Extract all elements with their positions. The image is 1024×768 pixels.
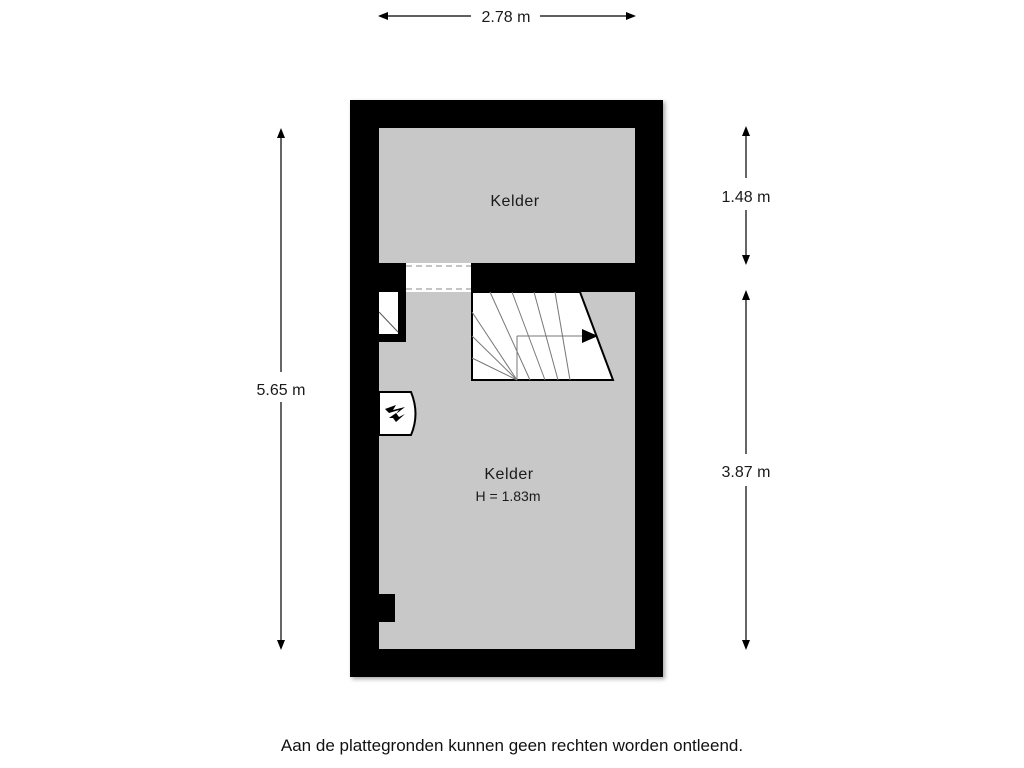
dimension-arrow-icon xyxy=(277,128,285,138)
stair-arrow-icon xyxy=(582,329,598,343)
dimension-arrow-icon xyxy=(626,12,636,20)
width-dimension xyxy=(378,12,636,20)
dimension-arrow-icon xyxy=(742,640,750,650)
upper-height-label: 1.48 m xyxy=(722,189,771,206)
lower-room-height: H = 1.83m xyxy=(476,488,541,504)
lower-height-label: 3.87 m xyxy=(722,464,771,481)
wall-block xyxy=(379,594,395,622)
upper-height-dimension xyxy=(742,126,750,265)
lower-room-label: Kelder xyxy=(484,466,533,483)
total-height-label: 5.65 m xyxy=(257,382,306,399)
disclaimer-text: Aan de plattegronden kunnen geen rechten… xyxy=(280,736,744,755)
total-height-dimension xyxy=(277,128,285,650)
dimension-arrow-icon xyxy=(378,12,388,20)
door-opening xyxy=(406,263,471,292)
dimension-arrow-icon xyxy=(742,126,750,136)
width-label: 2.78 m xyxy=(482,9,531,26)
staircase xyxy=(471,291,615,381)
upper-room-floor xyxy=(379,128,635,263)
lower-height-dimension xyxy=(742,290,750,650)
boiler-icon xyxy=(378,391,417,436)
dimension-arrow-icon xyxy=(742,290,750,300)
dimension-arrow-icon xyxy=(742,255,750,265)
upper-room-label: Kelder xyxy=(490,193,539,210)
dimension-arrow-icon xyxy=(277,640,285,650)
niche-closet xyxy=(378,292,399,334)
